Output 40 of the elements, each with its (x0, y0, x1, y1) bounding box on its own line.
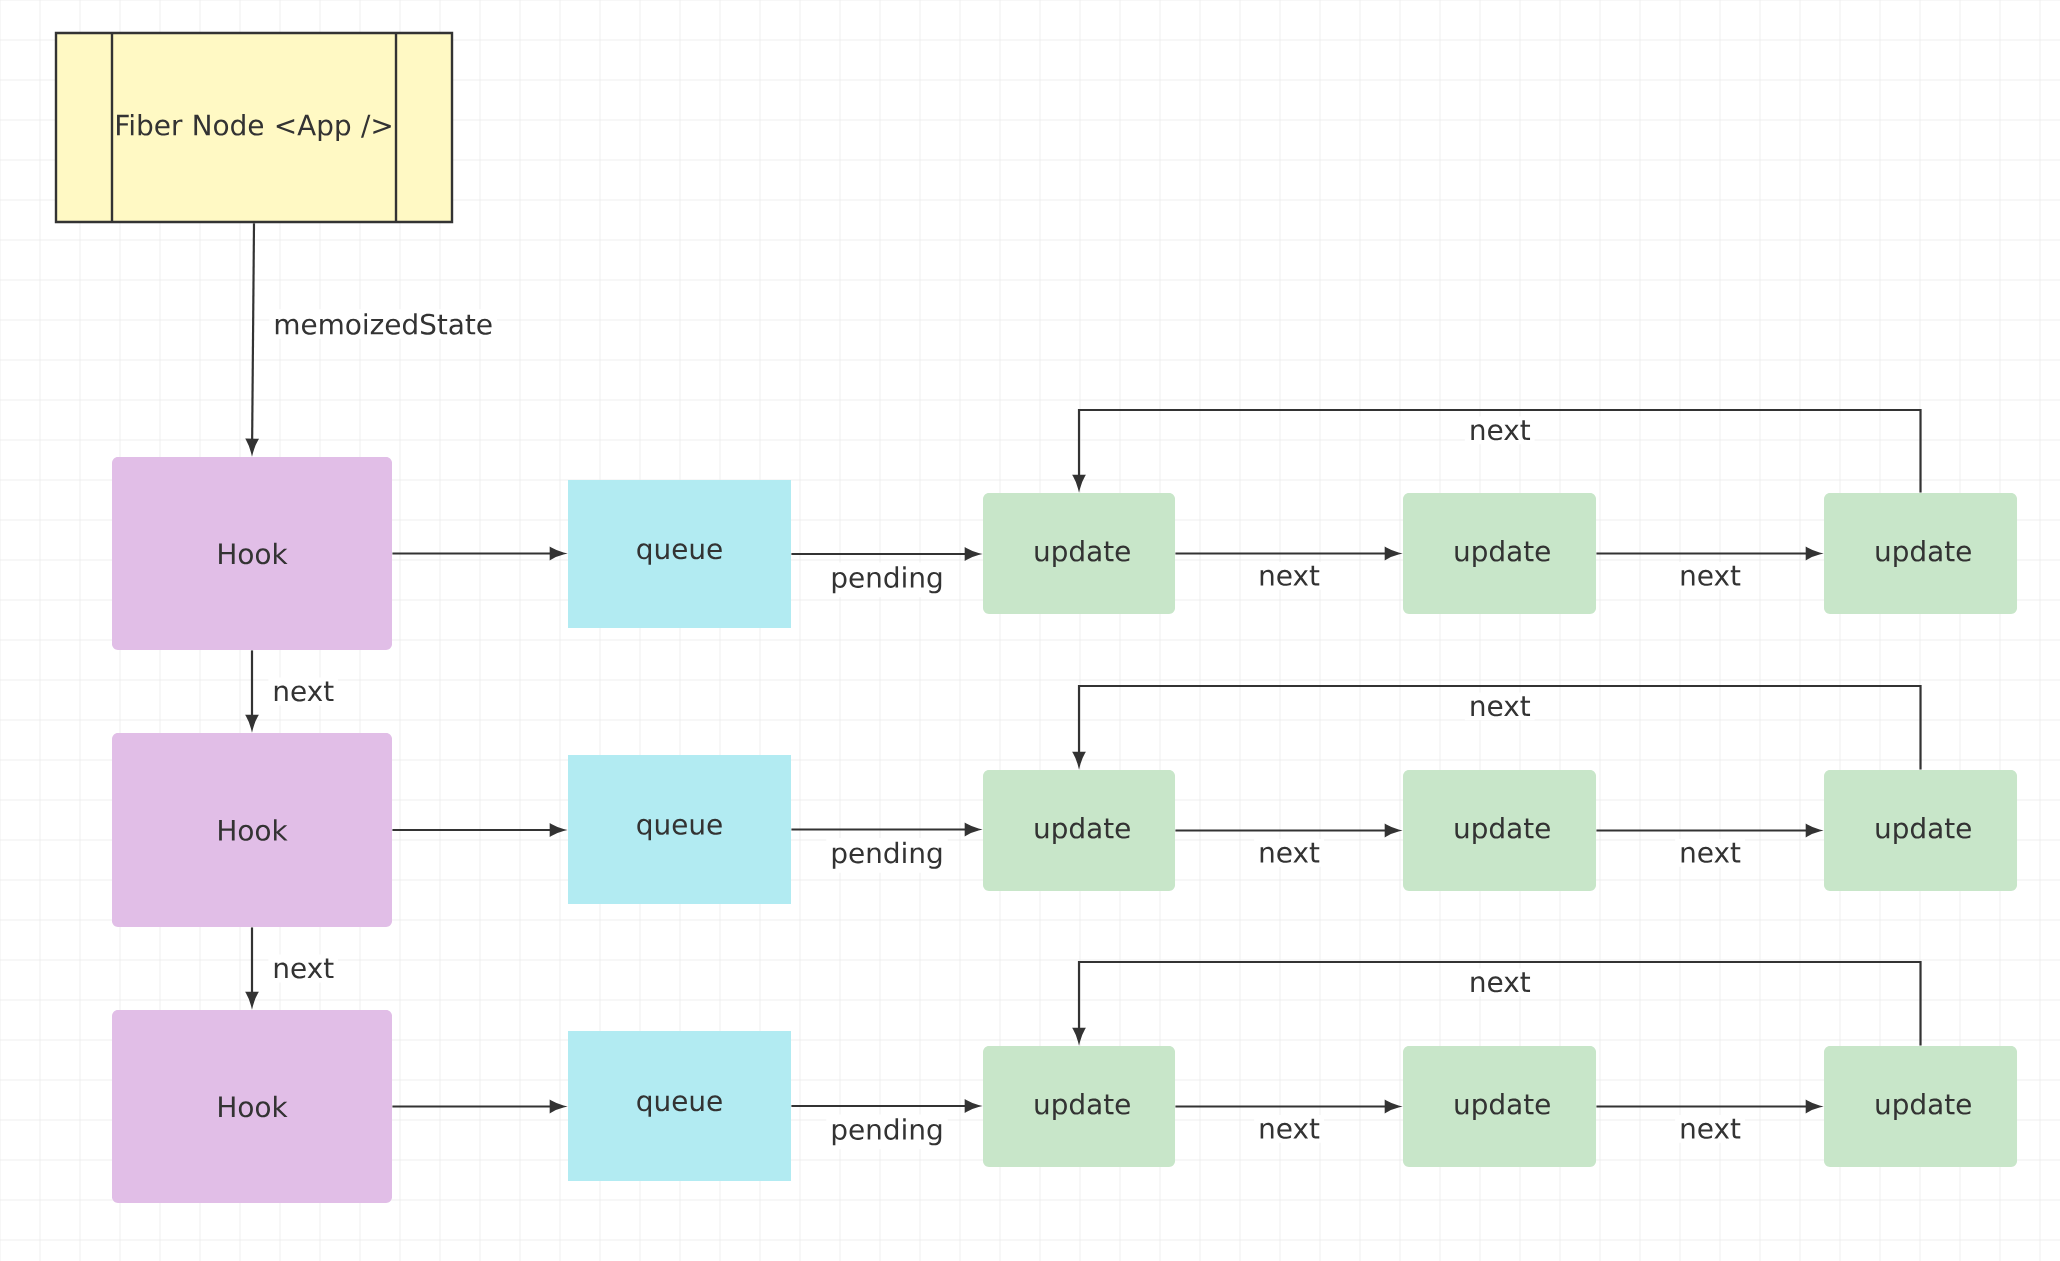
arrow (1072, 408, 1922, 493)
update-box: update (1403, 770, 1596, 891)
edge-label: next (1464, 416, 1535, 445)
edge-label: pending (826, 562, 948, 598)
edge-label: memoizedState (269, 309, 497, 339)
arrow (245, 927, 259, 1007)
arrow (791, 1099, 980, 1113)
hook-box: Hook (112, 457, 392, 650)
update-box: update (1403, 1046, 1596, 1167)
queue-box: queue (568, 480, 791, 628)
edge-label: next (1675, 838, 1745, 867)
update-box: update (1824, 770, 2017, 891)
hook-box: Hook (112, 1010, 392, 1203)
arrow (246, 223, 259, 454)
edge-label: next (1254, 561, 1324, 590)
edge-label: next (1254, 1114, 1324, 1143)
edge-label: next (268, 677, 339, 706)
arrow (392, 823, 565, 837)
update-box: update (983, 770, 1175, 891)
edge-label: next (268, 954, 339, 983)
edge-label: pending (826, 837, 948, 873)
queue-box: queue (568, 1031, 791, 1181)
edge-label: next (1675, 1114, 1745, 1143)
update-box: update (983, 493, 1175, 614)
edge-label: next (1464, 692, 1535, 721)
arrow (1072, 684, 1922, 770)
edge-label: next (1254, 838, 1324, 867)
fiber-node-box: Fiber Node <App /> (54, 31, 454, 224)
arrow (1072, 960, 1922, 1046)
arrow (245, 650, 259, 730)
edge-label: next (1675, 561, 1745, 590)
update-box: update (983, 1046, 1175, 1167)
update-box: update (1403, 493, 1596, 614)
edge-label: next (1464, 968, 1535, 997)
edge-label: pending (826, 1114, 948, 1150)
hook-box: Hook (112, 733, 392, 927)
update-box: update (1824, 1046, 2017, 1167)
update-box: update (1824, 493, 2017, 614)
queue-box: queue (568, 755, 791, 904)
arrow (791, 547, 980, 561)
